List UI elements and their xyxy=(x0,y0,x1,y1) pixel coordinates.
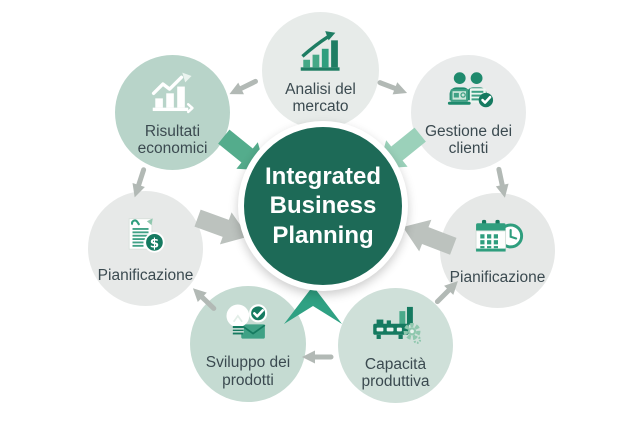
arrow-capacita-to-sviluppo xyxy=(302,351,331,364)
document-dollar-icon: $ xyxy=(128,218,165,253)
node-label: Pianificazione xyxy=(97,267,194,285)
node-label: Gestione dei clienti xyxy=(424,122,513,157)
bar-chart-growth-icon xyxy=(300,30,340,71)
node-label: Capacità produttiva xyxy=(361,355,430,390)
calendar-clock-icon xyxy=(475,220,523,252)
node-label: Risultati economici xyxy=(137,122,208,157)
center-circle: Integrated Business Planning xyxy=(238,121,408,291)
arrow-gestione-to-pianificazione-right xyxy=(493,168,512,199)
arrow-risultati-to-pianificazione-left xyxy=(128,168,149,200)
arrow-sviluppo-to-pianificazione-left xyxy=(188,284,218,313)
bar-chart-trend-icon xyxy=(151,72,194,113)
node-pianificazione-right: Pianificazione xyxy=(440,193,555,308)
customers-devices-check-icon xyxy=(447,71,493,107)
arrow-analisi-to-risultati xyxy=(227,76,259,100)
node-capacita-produttiva: Capacità produttiva xyxy=(338,288,453,403)
center-title: Integrated Business Planning xyxy=(264,163,381,249)
node-label: Sviluppo dei prodotti xyxy=(205,354,291,389)
node-analisi-mercato: Analisi del mercato xyxy=(262,12,379,129)
node-risultati-economici: Risultati economici xyxy=(115,55,230,170)
node-label: Pianificazione xyxy=(449,269,546,287)
node-label: Analisi del mercato xyxy=(285,80,356,115)
node-pianificazione-left: $ Pianificazione xyxy=(88,191,203,306)
arrow-capacita-to-pianificazione-right xyxy=(433,277,463,307)
node-gestione-clienti: Gestione dei clienti xyxy=(411,55,526,170)
arrow-analisi-to-gestione xyxy=(378,77,410,100)
svg-text:$: $ xyxy=(149,236,158,252)
arrow-bottom-to-center xyxy=(284,286,342,324)
lightbulb-check-icon xyxy=(226,304,268,339)
production-machine-gear-icon xyxy=(372,306,421,344)
